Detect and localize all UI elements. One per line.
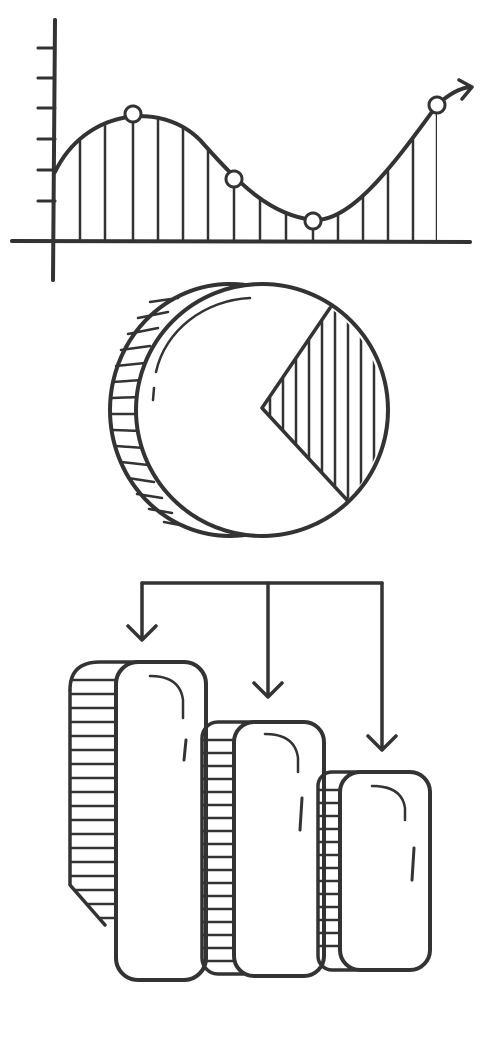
coin-stack-front (232, 720, 326, 978)
coin-ridges (110, 296, 187, 528)
curve-marker (123, 104, 143, 124)
arrow-down-icon (366, 734, 398, 752)
curve-markers (123, 95, 447, 231)
pie-coin-sketch (108, 282, 390, 538)
curve-marker (303, 211, 323, 231)
coin-stack-bars-sketch (68, 581, 432, 982)
coin-shine-dash (151, 386, 156, 402)
curve-marker (427, 95, 447, 115)
coin-stack-front (114, 660, 208, 982)
distribution-arrows (126, 581, 398, 752)
arrow-down-icon (126, 624, 158, 642)
y-ticks (36, 46, 57, 203)
trend-curve (53, 85, 472, 223)
line-chart-sketch (10, 18, 474, 282)
y-axis (51, 18, 57, 282)
trend-arrow-icon (457, 78, 474, 101)
curve-marker (224, 169, 244, 189)
coin-stack-tall (68, 660, 208, 982)
arrow-down-icon (252, 681, 284, 699)
coin-shine (154, 296, 252, 374)
coin-stack-front (338, 770, 432, 972)
x-axis (10, 239, 472, 244)
pie-slice (260, 306, 349, 502)
coin-stack-short (316, 770, 432, 972)
coin-stack-medium (200, 720, 326, 978)
